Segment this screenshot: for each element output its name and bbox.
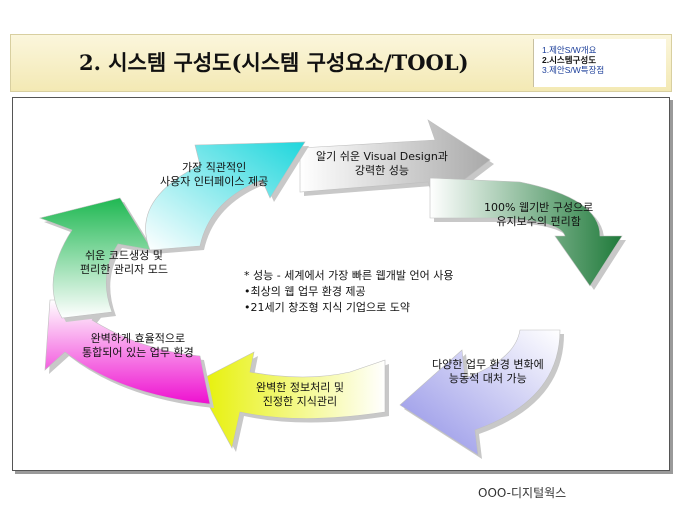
segment-label-1: 알기 쉬운 Visual Design과 강력한 성능 bbox=[316, 150, 448, 177]
segment-label-6: 쉬운 코드생성 및 편리한 관리자 모드 bbox=[80, 249, 168, 276]
arrow-segment-4 bbox=[195, 351, 386, 449]
section-nav: 1.제안S/W개요 2.시스템구성도 3.제안S/W특장점 bbox=[533, 39, 666, 87]
nav-item-features[interactable]: 3.제안S/W특장점 bbox=[542, 65, 605, 75]
nav-item-architecture[interactable]: 2.시스템구성도 bbox=[542, 55, 597, 65]
arrow-segment-7 bbox=[145, 141, 306, 251]
center-summary: * 성능 - 세계에서 가장 빠른 웹개발 언어 사용 •최상의 웹 업무 환경… bbox=[244, 268, 453, 316]
header-bar: 2. 시스템 구성도(시스템 구성요소/TOOL) 1.제안S/W개요 2.시스… bbox=[10, 34, 672, 92]
summary-line-vision: •21세기 창조형 지식 기업으로 도약 bbox=[244, 301, 411, 314]
segment-label-4: 완벽한 정보처리 및 진정한 지식관리 bbox=[256, 381, 344, 408]
arrow-segment-5 bbox=[44, 299, 211, 405]
segment-label-3: 다양한 업무 환경 변화에 능동적 대처 가능 bbox=[432, 358, 544, 385]
company-footer: OOO-디지털웍스 bbox=[478, 486, 567, 500]
arrow-segment-6 bbox=[38, 197, 153, 319]
arrow-segment-2 bbox=[429, 177, 623, 287]
summary-line-performance: * 성능 - 세계에서 가장 빠른 웹개발 언어 사용 bbox=[244, 269, 454, 282]
summary-line-environment: •최상의 웹 업무 환경 제공 bbox=[244, 285, 366, 298]
segment-label-5: 완벽하게 효율적으로 통합되어 있는 업무 환경 bbox=[82, 332, 194, 359]
page-title: 2. 시스템 구성도(시스템 구성요소/TOOL) bbox=[79, 50, 469, 75]
segment-label-2: 100% 웹기반 구성으로 유지보수의 편리함 bbox=[484, 201, 594, 228]
nav-item-overview[interactable]: 1.제안S/W개요 bbox=[542, 45, 597, 55]
segment-label-7: 가장 직관적인 사용자 인터페이스 제공 bbox=[160, 161, 269, 188]
arrow-segment-3 bbox=[399, 329, 561, 456]
